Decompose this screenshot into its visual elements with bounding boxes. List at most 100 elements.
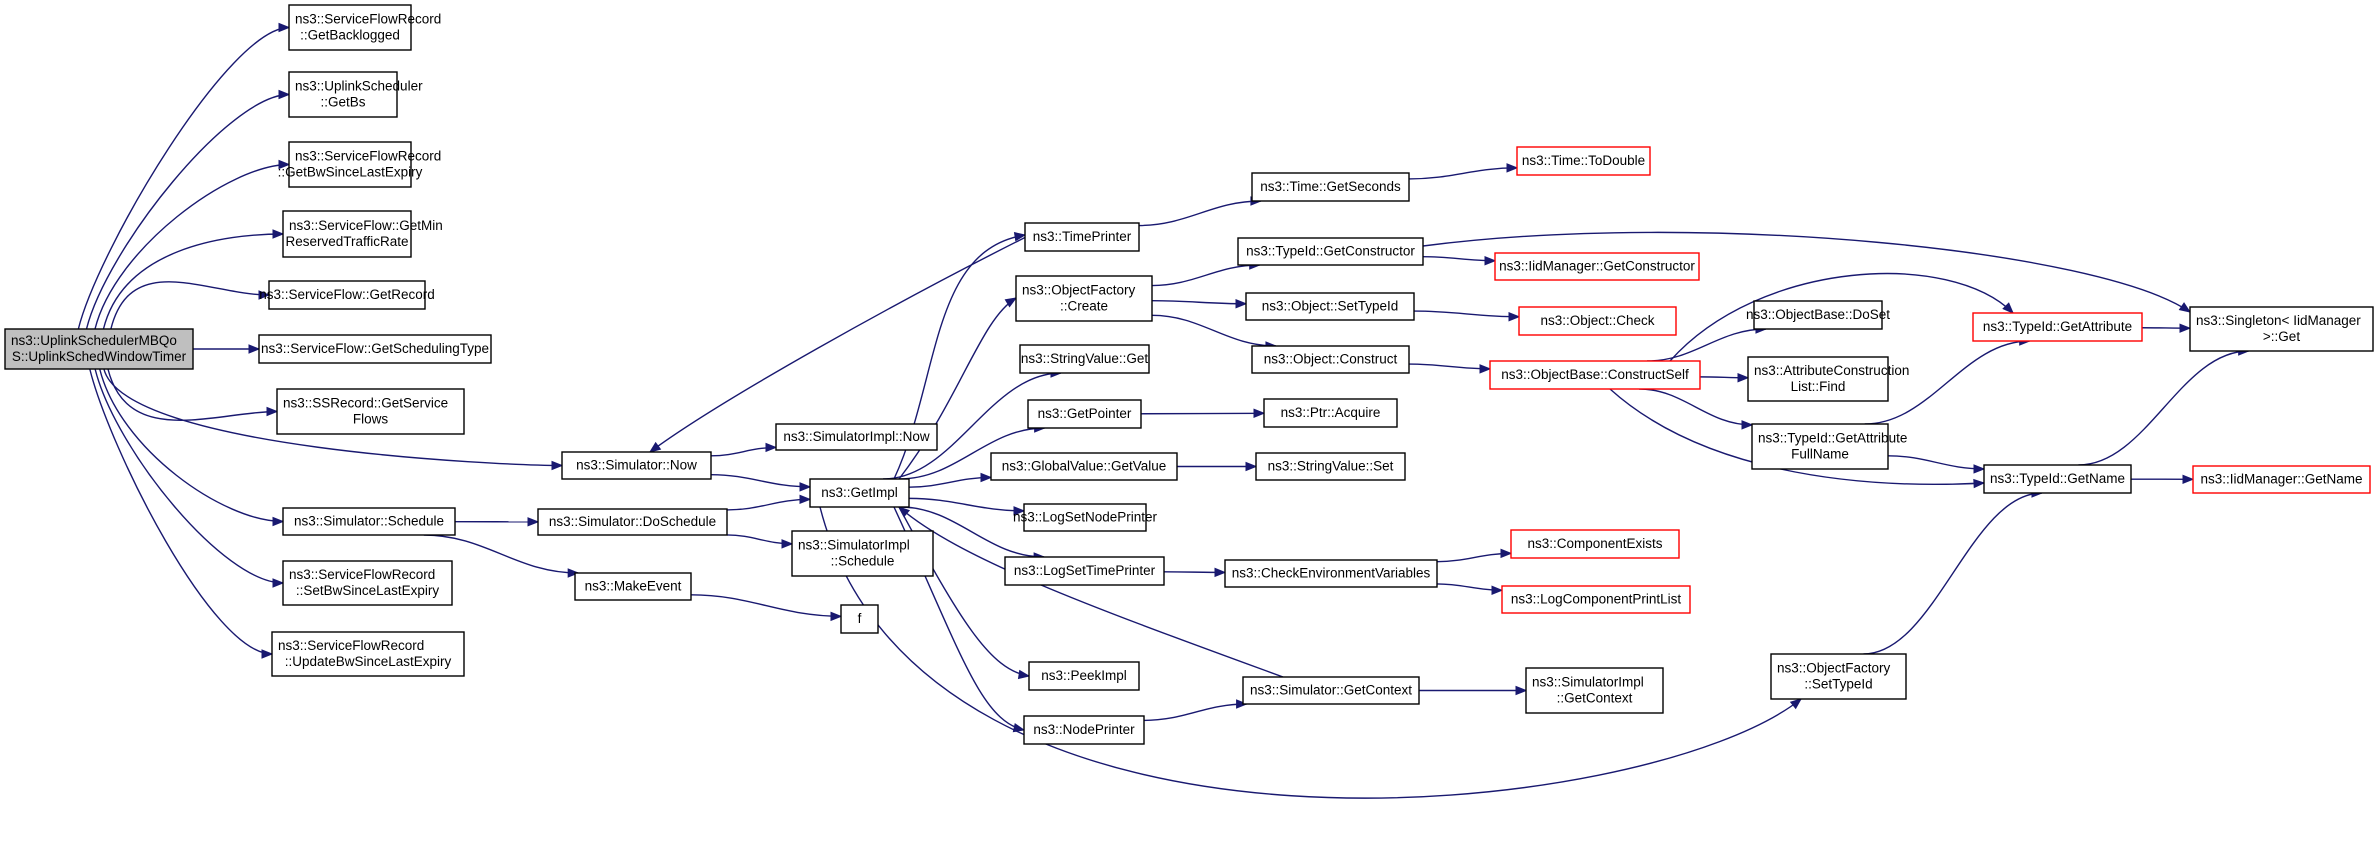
node-simImplSchedule-box[interactable] <box>791 530 934 577</box>
node-singletonGet[interactable]: ns3::Singleton< IidManager >::Get <box>2189 306 2374 352</box>
node-simNow[interactable]: ns3::Simulator::Now <box>561 451 712 480</box>
node-stringValueSet-box[interactable] <box>1255 452 1406 481</box>
node-objCheck[interactable]: ns3::Object::Check <box>1518 306 1677 336</box>
node-getBwSince-box[interactable] <box>288 141 412 188</box>
node-timeGetSeconds-box[interactable] <box>1251 172 1410 202</box>
node-getBacklogged[interactable]: ns3::ServiceFlowRecord::GetBacklogged <box>288 4 441 51</box>
node-typeIdGetAttrFullName-box[interactable] <box>1751 423 1889 470</box>
node-getMinRes[interactable]: ns3::ServiceFlow::GetMinReservedTrafficR… <box>282 210 443 258</box>
node-logSetNodePrinter[interactable]: ns3::LogSetNodePrinter <box>1013 503 1158 532</box>
node-timeToDouble[interactable]: ns3::Time::ToDouble <box>1516 146 1651 176</box>
node-nodePrinter[interactable]: ns3::NodePrinter <box>1023 715 1145 745</box>
node-timePrinter[interactable]: ns3::TimePrinter <box>1024 222 1140 252</box>
node-objBaseConstructSelf-box[interactable] <box>1489 360 1701 390</box>
node-iidMgrGetCtor-box[interactable] <box>1494 252 1700 281</box>
node-getPointer-box[interactable] <box>1027 399 1142 429</box>
node-stringValueGet[interactable]: ns3::StringValue::Get <box>1019 344 1150 374</box>
node-getRecord[interactable]: ns3::ServiceFlow::GetRecord <box>259 280 435 310</box>
node-objFactoryCreate-box[interactable] <box>1015 275 1153 322</box>
node-simImplGetContext-box[interactable] <box>1525 667 1664 714</box>
node-globalValueGet-box[interactable] <box>990 452 1178 481</box>
node-globalValueGet[interactable]: ns3::GlobalValue::GetValue <box>990 452 1178 481</box>
node-typeIdGetCtor[interactable]: ns3::TypeId::GetConstructor <box>1237 237 1424 266</box>
node-logCompPrintList-box[interactable] <box>1501 585 1691 614</box>
node-checkEnvVars[interactable]: ns3::CheckEnvironmentVariables <box>1224 559 1438 588</box>
node-objBaseDoSet[interactable]: ns3::ObjectBase::DoSet <box>1746 300 1890 330</box>
node-root[interactable]: ns3::UplinkSchedulerMBQoS::UplinkSchedWi… <box>4 328 194 370</box>
node-typeIdGetAttr-box[interactable] <box>1972 312 2143 342</box>
node-stringValueSet[interactable]: ns3::StringValue::Set <box>1255 452 1406 481</box>
node-updateBwSince-box[interactable] <box>271 631 465 677</box>
node-objBaseDoSet-box[interactable] <box>1753 300 1883 330</box>
node-timeToDouble-box[interactable] <box>1516 146 1651 176</box>
node-getPointer[interactable]: ns3::GetPointer <box>1027 399 1142 429</box>
node-logCompPrintList[interactable]: ns3::LogComponentPrintList <box>1501 585 1691 614</box>
node-getBs[interactable]: ns3::UplinkScheduler::GetBs <box>288 71 423 118</box>
node-componentExists-box[interactable] <box>1510 529 1680 559</box>
node-logSetTimePrinter-box[interactable] <box>1004 556 1165 586</box>
node-makeEvent-box[interactable] <box>574 572 692 601</box>
node-makeEvent[interactable]: ns3::MakeEvent <box>574 572 692 601</box>
node-objFactoryCreate[interactable]: ns3::ObjectFactory::Create <box>1015 275 1153 322</box>
node-simGetContext-box[interactable] <box>1242 676 1420 705</box>
node-simGetContext[interactable]: ns3::Simulator::GetContext <box>1242 676 1420 705</box>
node-simSchedule-box[interactable] <box>282 507 456 536</box>
node-simImplSchedule[interactable]: ns3::SimulatorImpl::Schedule <box>791 530 934 577</box>
node-nodePrinter-box[interactable] <box>1023 715 1145 745</box>
node-setBwSince-box[interactable] <box>282 560 453 606</box>
node-getBs-box[interactable] <box>288 71 398 118</box>
node-peekImpl[interactable]: ns3::PeekImpl <box>1028 661 1140 691</box>
node-getBacklogged-box[interactable] <box>288 4 412 51</box>
node-setBwSince[interactable]: ns3::ServiceFlowRecord::SetBwSinceLastEx… <box>282 560 453 606</box>
node-timePrinter-box[interactable] <box>1024 222 1140 252</box>
node-typeIdGetAttr[interactable]: ns3::TypeId::GetAttribute <box>1972 312 2143 342</box>
node-objFactorySetTypeId-box[interactable] <box>1770 653 1907 700</box>
node-doSchedule[interactable]: ns3::Simulator::DoSchedule <box>537 508 728 536</box>
node-simSchedule[interactable]: ns3::Simulator::Schedule <box>282 507 456 536</box>
node-iidMgrGetName[interactable]: ns3::IidManager::GetName <box>2192 465 2371 494</box>
node-getSchedType[interactable]: ns3::ServiceFlow::GetSchedulingType <box>258 334 492 364</box>
node-checkEnvVars-box[interactable] <box>1224 559 1438 588</box>
node-peekImpl-box[interactable] <box>1028 661 1140 691</box>
node-getMinRes-box[interactable] <box>282 210 412 258</box>
node-singletonGet-box[interactable] <box>2189 306 2374 352</box>
node-logSetTimePrinter[interactable]: ns3::LogSetTimePrinter <box>1004 556 1165 586</box>
node-objCheck-box[interactable] <box>1518 306 1677 336</box>
node-f-box[interactable] <box>840 604 879 634</box>
node-simImplNow[interactable]: ns3::SimulatorImpl::Now <box>775 423 938 451</box>
node-objSetTypeId[interactable]: ns3::Object::SetTypeId <box>1245 292 1415 321</box>
node-getRecord-box[interactable] <box>268 280 426 310</box>
node-ssGetFlows-box[interactable] <box>276 388 465 435</box>
node-iidMgrGetName-box[interactable] <box>2192 465 2371 494</box>
node-root-box[interactable] <box>4 328 194 370</box>
node-typeIdGetName[interactable]: ns3::TypeId::GetName <box>1983 464 2132 494</box>
node-componentExists[interactable]: ns3::ComponentExists <box>1510 529 1680 559</box>
node-getSchedType-box[interactable] <box>258 334 492 364</box>
node-simImplNow-box[interactable] <box>775 423 938 451</box>
node-objConstruct[interactable]: ns3::Object::Construct <box>1251 345 1410 374</box>
node-getImpl-box[interactable] <box>809 478 910 508</box>
node-simNow-box[interactable] <box>561 451 712 480</box>
node-objFactorySetTypeId[interactable]: ns3::ObjectFactory::SetTypeId <box>1770 653 1907 700</box>
node-typeIdGetName-box[interactable] <box>1983 464 2132 494</box>
node-timeGetSeconds[interactable]: ns3::Time::GetSeconds <box>1251 172 1410 202</box>
node-iidMgrGetCtor[interactable]: ns3::IidManager::GetConstructor <box>1494 252 1700 281</box>
node-logSetNodePrinter-box[interactable] <box>1023 503 1147 532</box>
node-typeIdGetCtor-box[interactable] <box>1237 237 1424 266</box>
node-updateBwSince[interactable]: ns3::ServiceFlowRecord::UpdateBwSinceLas… <box>271 631 465 677</box>
node-f[interactable]: f <box>840 604 879 634</box>
node-stringValueGet-box[interactable] <box>1019 344 1150 374</box>
node-objSetTypeId-box[interactable] <box>1245 292 1415 321</box>
node-ptrAcquire-box[interactable] <box>1263 398 1398 428</box>
node-simImplGetContext[interactable]: ns3::SimulatorImpl::GetContext <box>1525 667 1664 714</box>
node-getBwSince[interactable]: ns3::ServiceFlowRecord::GetBwSinceLastEx… <box>278 141 442 188</box>
node-attrConstrListFind-box[interactable] <box>1747 356 1889 402</box>
node-getImpl[interactable]: ns3::GetImpl <box>809 478 910 508</box>
node-ptrAcquire[interactable]: ns3::Ptr::Acquire <box>1263 398 1398 428</box>
node-objConstruct-box[interactable] <box>1251 345 1410 374</box>
node-objBaseConstructSelf[interactable]: ns3::ObjectBase::ConstructSelf <box>1489 360 1701 390</box>
node-doSchedule-box[interactable] <box>537 508 728 536</box>
